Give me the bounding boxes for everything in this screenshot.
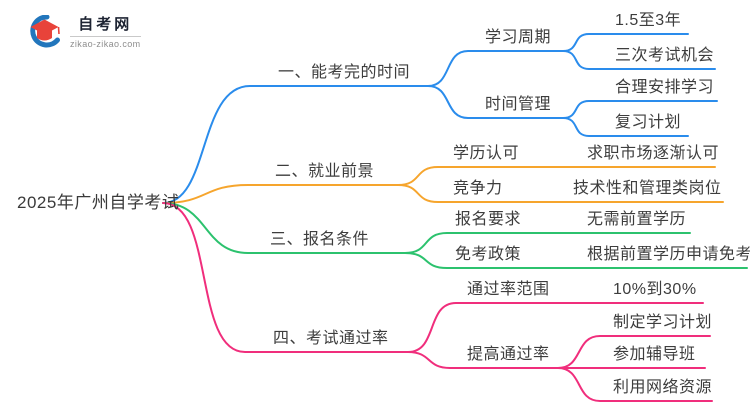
link-root-branch1 (162, 85, 429, 204)
link-branch1-study-cycle (427, 50, 564, 87)
logo-tassel (57, 26, 60, 35)
leaf-exemption-by-prior-degree: 根据前置学历申请免考 (587, 246, 750, 263)
leaf-reasonable-arrangement: 合理安排学习 (615, 79, 715, 96)
graduation-cap-icon (30, 15, 60, 48)
node-competitiveness: 竞争力 (453, 180, 503, 197)
leaf-online-resources: 利用网络资源 (613, 379, 713, 396)
node-degree-recognition: 学历认可 (453, 145, 520, 162)
branch-pass-rate: 四、考试通过率 (273, 330, 389, 347)
branch-completion-time: 一、能考完的时间 (278, 64, 411, 81)
logo-swoosh (30, 15, 60, 48)
node-pass-rate-range: 通过率范围 (467, 281, 550, 298)
leaf-study-plan: 制定学习计划 (613, 314, 713, 331)
branch4-links (162, 202, 713, 402)
branch-employment-prospects: 二、就业前景 (275, 163, 375, 180)
leaf-review-plan: 复习计划 (615, 114, 682, 131)
node-time-management: 时间管理 (485, 96, 552, 113)
leaf-job-market-recognition: 求职市场逐渐认可 (587, 145, 720, 162)
root-node: 2025年广州自学考试 (17, 193, 180, 212)
leaf-exam-chances: 三次考试机会 (615, 47, 715, 64)
leaf-tutoring-class: 参加辅导班 (613, 346, 696, 363)
link-root-branch2 (162, 184, 399, 204)
leaf-pass-rate-value: 10%到30% (613, 281, 697, 298)
leaf-study-duration: 1.5至3年 (615, 12, 682, 29)
node-study-cycle: 学习周期 (485, 29, 552, 46)
logo-cap-base (37, 29, 52, 41)
site-logo: 自考网 zikao-zikao.com (28, 15, 141, 49)
leaf-technical-management-jobs: 技术性和管理类岗位 (573, 180, 722, 197)
node-exemption-policy: 免考政策 (455, 246, 522, 263)
branch-registration-conditions: 三、报名条件 (270, 231, 370, 248)
leaf-no-prerequisite-degree: 无需前置学历 (587, 211, 687, 228)
node-registration-requirements: 报名要求 (455, 211, 522, 228)
logo-domain: zikao-zikao.com (70, 35, 141, 49)
logo-title: 自考网 (78, 15, 133, 33)
node-improve-pass-rate: 提高通过率 (467, 346, 550, 363)
